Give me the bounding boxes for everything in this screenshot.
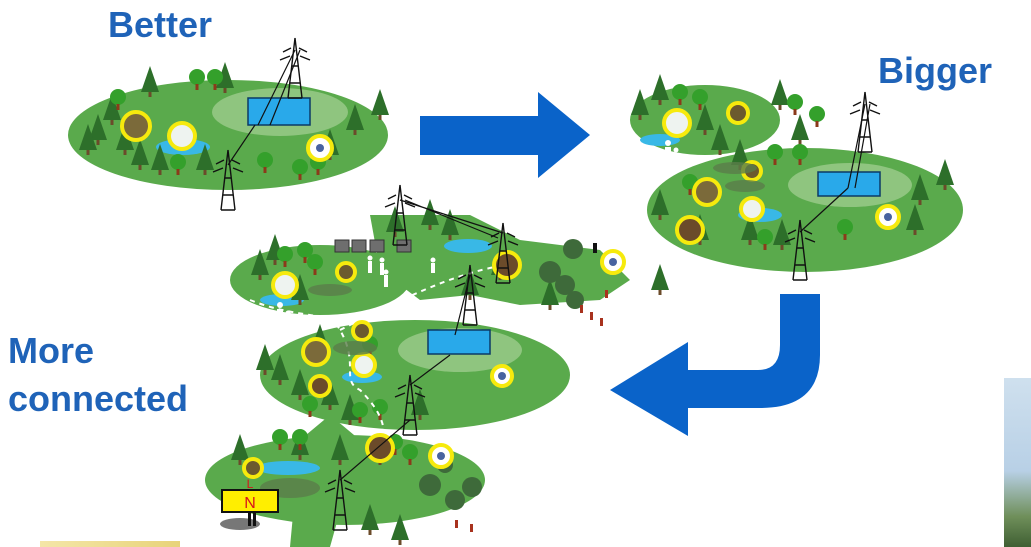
pylon-icon bbox=[849, 91, 881, 153]
meadow-patch bbox=[713, 162, 757, 174]
corridor-path bbox=[249, 265, 501, 451]
meadow-patch bbox=[333, 341, 377, 355]
power-line bbox=[339, 199, 504, 481]
island-bigger bbox=[630, 74, 963, 281]
meadow-patch bbox=[308, 284, 352, 296]
plug-l-label: L bbox=[247, 477, 254, 491]
bottom-strip bbox=[40, 541, 180, 547]
arrow-curved-down-left-icon bbox=[610, 294, 820, 436]
dark-tree-group bbox=[419, 239, 584, 510]
label-better: Better bbox=[108, 4, 213, 45]
pond-icon bbox=[256, 461, 320, 475]
post-icon bbox=[593, 243, 597, 253]
power-line bbox=[227, 49, 301, 166]
transformer-box-icon bbox=[427, 329, 491, 355]
pond-icon bbox=[444, 239, 492, 253]
plug-icon: N L bbox=[220, 477, 279, 530]
building-icon bbox=[334, 239, 412, 253]
landscape-photo-fragment bbox=[1004, 378, 1031, 547]
island-better bbox=[68, 37, 389, 211]
meadow-patch bbox=[725, 180, 765, 192]
person-icon bbox=[665, 140, 679, 162]
power-line bbox=[799, 103, 871, 233]
label-bigger: Bigger bbox=[878, 50, 993, 91]
plug-n-label: N bbox=[244, 495, 256, 512]
arrow-right-icon bbox=[420, 92, 590, 178]
species-ring-icon bbox=[120, 110, 334, 162]
label-connected: connected bbox=[8, 378, 189, 419]
label-more: More bbox=[8, 330, 95, 371]
red-shrub-group bbox=[455, 290, 608, 532]
